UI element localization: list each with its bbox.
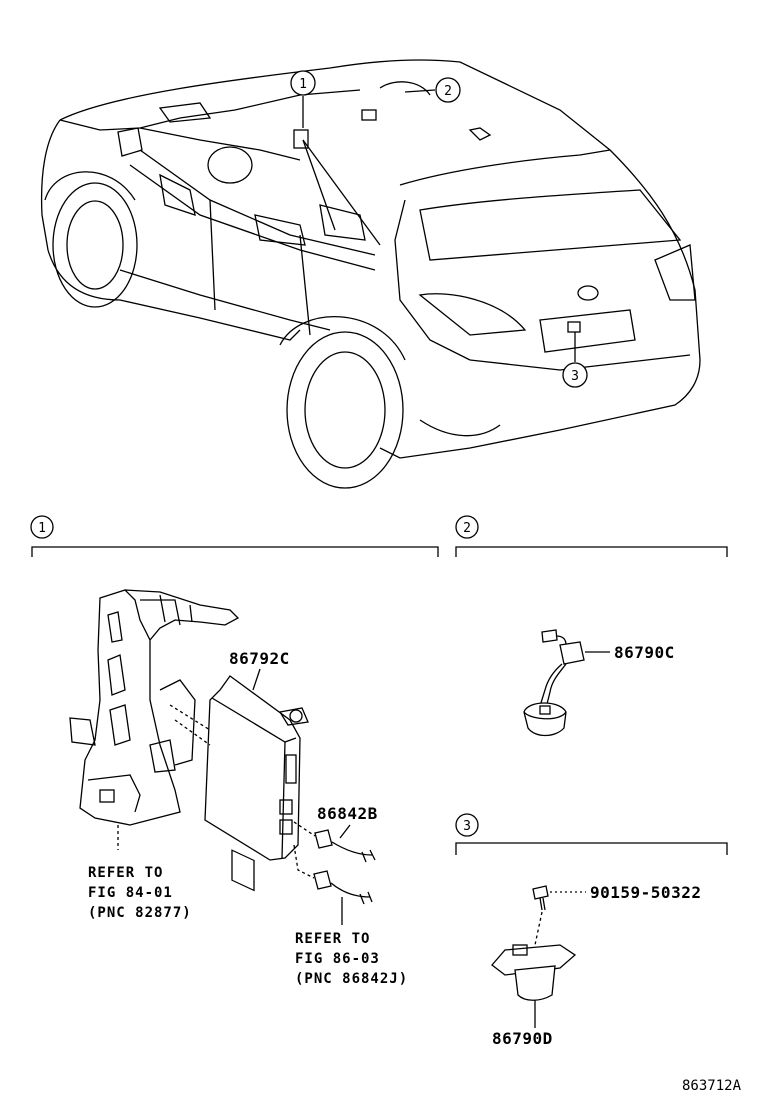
callout-3-top: 3 — [562, 362, 588, 388]
refer-note-bracket: REFER TO FIG 84-01 (PNC 82877) — [88, 865, 192, 921]
part-label-86790D: 86790D — [492, 1029, 553, 1048]
section-3-number: 3 — [463, 819, 471, 834]
refer-note-1-line-3: (PNC 82877) — [88, 905, 192, 921]
refer-note-harness: REFER TO FIG 86-03 (PNC 86842J) — [295, 931, 408, 987]
refer-note-2-line-2: FIG 86-03 — [295, 951, 380, 967]
callout-2-top: 2 — [435, 77, 461, 103]
ecu-drawing — [169, 668, 309, 892]
part-label-86842B: 86842B — [317, 804, 378, 823]
section-1-header: 1 — [30, 515, 439, 557]
refer-note-2-line-1: REFER TO — [295, 931, 370, 947]
rear-camera-drawing — [491, 911, 577, 1028]
callout-2-label: 2 — [444, 84, 452, 99]
refer-note-1-line-2: FIG 84-01 — [88, 885, 173, 901]
part-label-90159-50322: 90159-50322 — [590, 883, 701, 902]
refer-note-1-line-1: REFER TO — [88, 865, 163, 881]
part-label-86790C: 86790C — [614, 643, 675, 662]
wire-harness-connectors — [293, 821, 376, 925]
section-2-number: 2 — [463, 521, 471, 536]
callout-3-label: 3 — [571, 369, 579, 384]
antenna-cable-drawing — [523, 629, 610, 737]
figure-id: 863712A — [682, 1078, 742, 1094]
refer-note-2-line-3: (PNC 86842J) — [295, 971, 408, 987]
section-3-header: 3 — [455, 813, 728, 855]
bracket-drawing — [69, 589, 240, 850]
screw-drawing — [532, 885, 586, 911]
callout-1-label: 1 — [299, 77, 307, 92]
part-label-86792C: 86792C — [229, 649, 290, 668]
car-callout-leaders — [302, 89, 576, 362]
callout-1-top: 1 — [290, 70, 316, 96]
section-2-header: 2 — [455, 515, 728, 557]
section-1-number: 1 — [38, 521, 46, 536]
vehicle-outline — [40, 59, 701, 489]
